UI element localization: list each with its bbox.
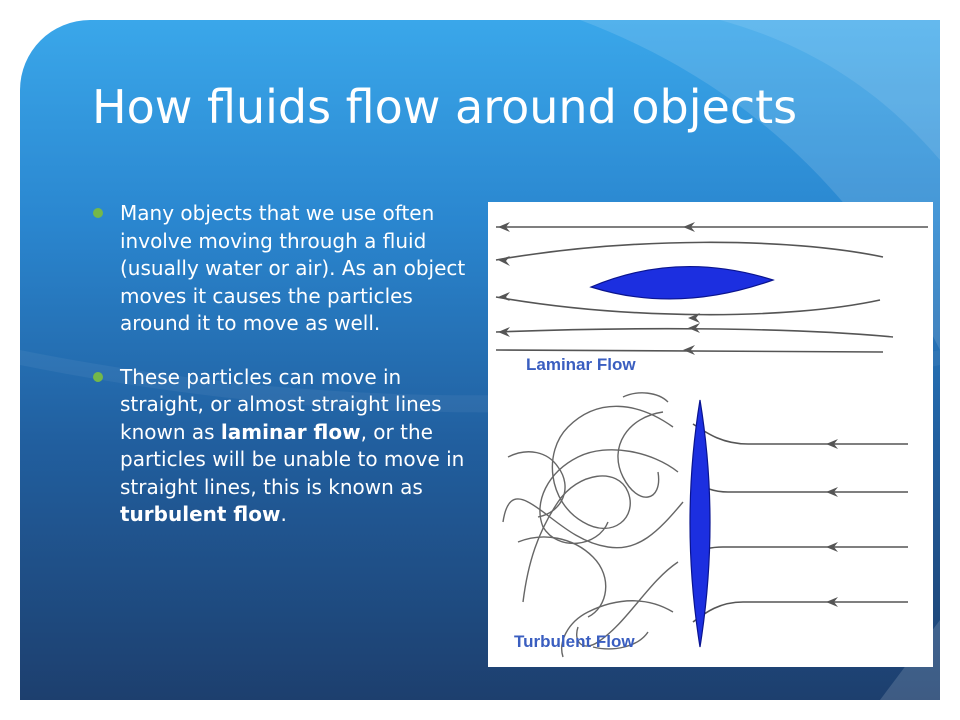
- turbulent-eddy: [539, 449, 679, 544]
- turbulent-wake: [502, 392, 684, 658]
- slide: How fluids flow around objects Many obje…: [20, 20, 940, 700]
- arrow-icon: [826, 439, 838, 449]
- laminar-streamline: [495, 296, 881, 316]
- arrow-icon: [826, 487, 838, 497]
- slide-title: How fluids flow around objects: [92, 80, 798, 134]
- bold-term-turbulent: turbulent flow: [120, 502, 281, 526]
- laminar-arrows: [498, 222, 700, 355]
- bold-term-laminar: laminar flow: [220, 419, 361, 444]
- flow-diagram: Laminar Flow: [488, 202, 933, 667]
- arrow-icon: [498, 222, 510, 232]
- bullet-item: These particles can move in straight, or…: [92, 364, 487, 529]
- arrow-icon: [688, 323, 700, 333]
- arrow-icon: [683, 345, 695, 355]
- arrow-icon: [826, 542, 838, 552]
- bullet-text-part: , or the particles will be unable to mov…: [120, 419, 465, 499]
- bullet-text-part: These particles can move in straight, or…: [120, 364, 442, 444]
- arrow-icon: [683, 222, 695, 232]
- laminar-streamline: [495, 327, 894, 338]
- turbulent-eddy: [517, 536, 607, 618]
- turbulent-eddy: [502, 498, 684, 549]
- turbulent-object: [689, 399, 711, 648]
- arrow-icon: [498, 327, 510, 337]
- turbulent-streamline: [692, 481, 908, 493]
- turbulent-streamline: [692, 601, 908, 623]
- turbulent-flow-label: Turbulent Flow: [514, 632, 635, 651]
- turbulent-incoming-streamlines: [692, 423, 908, 623]
- turbulent-eddy: [622, 392, 669, 403]
- laminar-streamline: [495, 241, 884, 261]
- turbulent-eddy: [522, 405, 674, 603]
- turbulent-streamline: [692, 423, 908, 445]
- bullet-text: Many objects that we use often involve m…: [120, 201, 466, 335]
- bullet-list: Many objects that we use often involve m…: [92, 200, 487, 555]
- arrow-icon: [688, 313, 700, 323]
- flow-diagram-svg: Laminar Flow: [495, 222, 928, 658]
- turbulent-eddy: [507, 451, 566, 518]
- turbulent-eddy: [617, 411, 664, 498]
- laminar-object: [589, 265, 775, 300]
- turbulent-arrows: [826, 439, 838, 607]
- turbulent-eddy: [561, 600, 674, 658]
- arrow-icon: [498, 292, 510, 301]
- arrow-icon: [498, 256, 510, 266]
- bullet-item: Many objects that we use often involve m…: [92, 200, 487, 338]
- turbulent-streamline: [692, 546, 908, 555]
- turbulent-eddy: [576, 561, 679, 647]
- laminar-flow-label: Laminar Flow: [526, 355, 636, 374]
- arrow-icon: [826, 597, 838, 607]
- bullet-text-part: .: [280, 502, 287, 526]
- turbulent-eddy: [592, 631, 649, 650]
